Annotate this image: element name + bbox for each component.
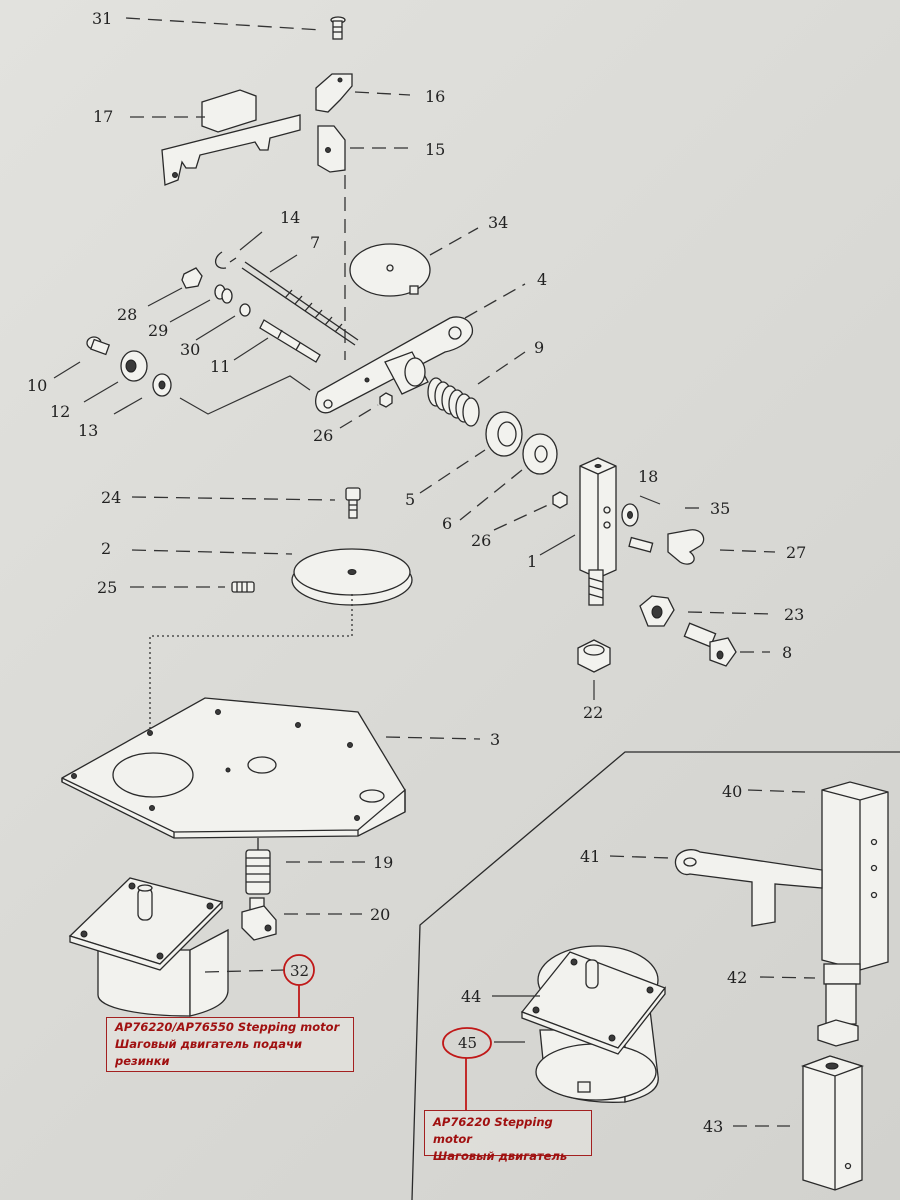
part-32-stepping-motor [68,877,229,1017]
annotation-motor-45: AP76220 Stepping motor Шаговый двигатель [424,1110,592,1163]
part-17-guide [161,89,301,186]
label-35: 35 [710,499,730,518]
label-31: 31 [92,9,112,28]
part-12-bearing [120,350,148,382]
part-22-nut [577,639,611,673]
label-10: 10 [27,376,47,395]
label-41: 41 [580,847,600,866]
part-11-shaft [259,319,321,363]
label-18: 18 [638,467,658,486]
label-17: 17 [93,107,113,126]
label-30: 30 [180,340,200,359]
label-25: 25 [97,578,117,597]
label-14: 14 [280,208,300,227]
part-23-nut [639,595,675,627]
part-5-disc [485,411,523,457]
part-13-washer [152,373,172,397]
label-20: 20 [370,905,390,924]
annotation-motor-32: AP76220/AP76550 Stepping motor Шаговый д… [106,1017,354,1072]
label-6: 6 [442,514,452,533]
part-41-bracket [674,849,823,927]
part-7-rod [241,261,359,346]
callout-45-highlight [442,1027,492,1110]
part-2-plate-disc [291,548,413,606]
label-44: 44 [461,987,481,1006]
label-3: 3 [490,730,500,749]
part-9-spring [427,377,480,427]
part-numbers: 31 17 16 15 14 7 34 4 9 28 29 30 11 10 1… [27,9,806,1136]
label-13: 13 [78,421,98,440]
part-24-screw [345,487,361,519]
guide-line-dotted [149,594,353,772]
part-30-washer [239,303,251,317]
annotation-motor-32-line2: Шаговый двигатель подачи резинки [115,1037,303,1068]
annotation-motor-45-line1: AP76220 Stepping motor [433,1115,553,1146]
part-40-post [821,781,889,971]
label-26-lever: 26 [313,426,333,445]
label-28: 28 [117,305,137,324]
part-10-screw [86,336,111,356]
label-16: 16 [425,87,445,106]
label-4: 4 [537,270,547,289]
callout-32-highlight [283,954,315,1017]
part-26-nut-2 [552,491,568,509]
part-31-screw [330,16,346,40]
label-1: 1 [527,552,537,571]
annotation-motor-45-line2: Шаговый двигатель [433,1149,568,1163]
part-43-post [800,1055,865,1191]
label-11: 11 [210,357,230,376]
part-1-post [579,457,617,606]
part-25-setscrew [231,581,255,593]
part-3-base-plate [61,697,406,839]
label-43: 43 [703,1117,723,1136]
label-40: 40 [722,782,742,801]
label-2: 2 [101,539,111,558]
part-screw-small [628,536,654,553]
label-34: 34 [488,213,508,232]
label-42: 42 [727,968,747,987]
inset-panel-border [411,751,900,1200]
label-22: 22 [583,703,603,722]
part-34-disc [349,243,431,297]
part-8-screw [683,622,737,667]
label-45: 45 [458,1034,477,1052]
label-5: 5 [405,490,415,509]
part-44-45-stepping-motor [520,945,667,1103]
part-6-washer [522,433,558,475]
part-28-collar [181,267,203,289]
part-14-clip [215,251,237,269]
label-15: 15 [425,140,445,159]
label-29: 29 [148,321,168,340]
label-32: 32 [290,962,309,980]
label-24: 24 [101,488,121,507]
part-15-bracket [317,125,346,173]
label-19: 19 [373,853,393,872]
part-42-shaft [817,963,861,1047]
part-27-wing-nut [667,529,705,565]
part-19-coupling [245,838,271,895]
label-26-post: 26 [471,531,491,550]
part-20-clamp [241,897,277,941]
part-18-washer [621,503,639,527]
label-8: 8 [782,643,792,662]
part-26-nut [379,392,393,408]
leader-lines [53,17,816,1127]
annotation-motor-32-line1: AP76220/AP76550 Stepping motor [115,1020,340,1034]
label-7: 7 [310,233,320,252]
label-23: 23 [784,605,804,624]
label-9: 9 [534,338,544,357]
label-27: 27 [786,543,806,562]
label-12: 12 [50,402,70,421]
part-16-bracket [315,73,353,113]
